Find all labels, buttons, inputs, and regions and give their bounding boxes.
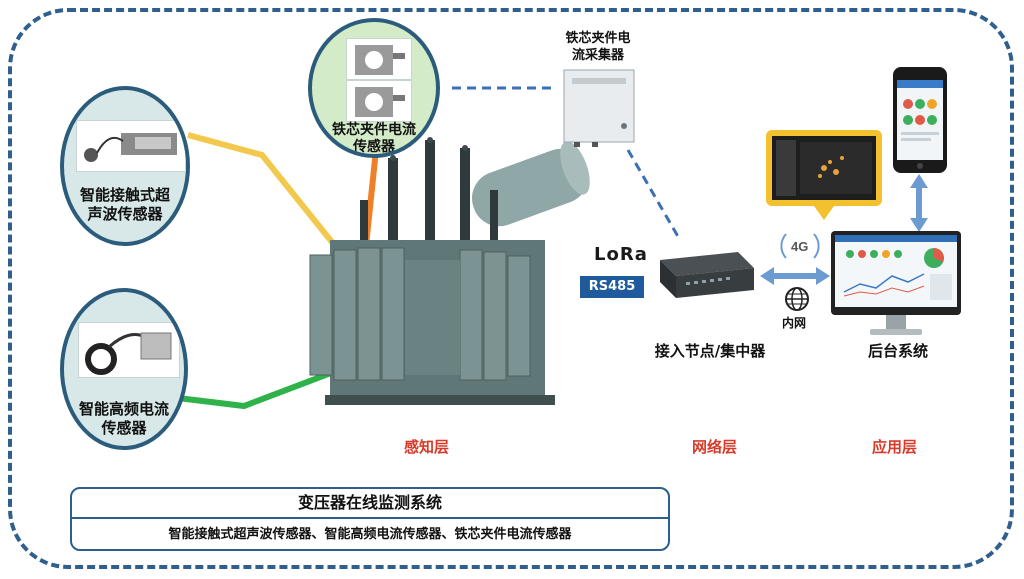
4g-signal-icon: 4G xyxy=(780,233,820,259)
application-layer-label: 应用层 xyxy=(872,438,918,456)
core-clamp-sensor-circle: 铁芯夹件电流 传感器 xyxy=(308,18,440,158)
ultrasonic-label-line1: 智能接触式超 xyxy=(79,186,170,204)
collector-caption-line2: 流采集器 xyxy=(571,48,624,63)
ultrasonic-label-line2: 声波传感器 xyxy=(87,205,163,223)
green-connector-line xyxy=(177,362,354,410)
core-clamp-sensor-icon-bottom xyxy=(355,87,405,117)
core-clamp-sensor-label: 铁芯夹件电流 传感器 xyxy=(312,122,436,155)
perception-layer-label: 感知层 xyxy=(404,438,450,456)
collector-box-icon xyxy=(563,69,635,147)
smartphone-icon xyxy=(893,67,947,173)
globe-icon xyxy=(785,287,809,311)
blue-dashed-line-to-node xyxy=(626,149,682,241)
ultrasonic-sensor-icon xyxy=(84,133,177,162)
core-clamp-sensor-photo-bottom xyxy=(346,80,412,122)
bushings xyxy=(360,140,498,255)
double-arrow-node-backend xyxy=(760,267,830,285)
hf-current-sensor-label: 智能高频电流 传感器 xyxy=(64,400,184,438)
concentrator-device-icon xyxy=(660,252,754,298)
hf-current-sensor-icon xyxy=(85,332,172,375)
core-clamp-label-line2: 传感器 xyxy=(353,139,395,155)
collector-caption-line1: 铁芯夹件电 xyxy=(565,31,631,46)
node-caption: 接入节点/集中器 xyxy=(654,342,766,360)
hf-label-line1: 智能高频电流 xyxy=(78,400,169,418)
hf-label-line2: 传感器 xyxy=(101,419,147,437)
hf-current-sensor-circle: 智能高频电流 传感器 xyxy=(60,288,188,450)
rs485-badge: RS485 xyxy=(580,276,644,298)
hf-current-sensor-photo xyxy=(78,322,180,378)
core-clamp-sensor-icon-top xyxy=(355,45,405,75)
network-layer-label: 网络层 xyxy=(692,438,738,456)
radiator-fins xyxy=(309,247,531,381)
intranet-label: 内网 xyxy=(782,316,807,330)
4g-text: 4G xyxy=(791,239,808,254)
dashboard-screenshot-callout xyxy=(766,130,882,220)
system-subtitle: 智能接触式超声波传感器、智能高频电流传感器、铁芯夹件电流传感器 xyxy=(168,527,572,542)
dashed-border-frame xyxy=(8,8,1014,569)
system-title: 变压器在线监测系统 xyxy=(72,489,668,519)
ultrasonic-sensor-photo xyxy=(76,120,186,172)
yellow-connector-line xyxy=(187,132,351,264)
system-title-box: 变压器在线监测系统 智能接触式超声波传感器、智能高频电流传感器、铁芯夹件电流传感… xyxy=(70,487,670,551)
transformer-illustration xyxy=(309,137,590,405)
backend-monitor-icon xyxy=(831,231,961,335)
core-clamp-label-line1: 铁芯夹件电流 xyxy=(332,122,416,138)
lora-logo: LoRa xyxy=(594,244,648,265)
collector-caption: 铁芯夹件电 流采集器 xyxy=(548,30,648,64)
core-clamp-sensor-photo-top xyxy=(346,38,412,80)
conservator-tank xyxy=(471,141,590,227)
backend-caption: 后台系统 xyxy=(867,342,928,360)
ultrasonic-sensor-label: 智能接触式超 声波传感器 xyxy=(64,186,186,224)
double-arrow-phone-monitor xyxy=(910,174,928,232)
ultrasonic-sensor-circle: 智能接触式超 声波传感器 xyxy=(60,86,190,246)
